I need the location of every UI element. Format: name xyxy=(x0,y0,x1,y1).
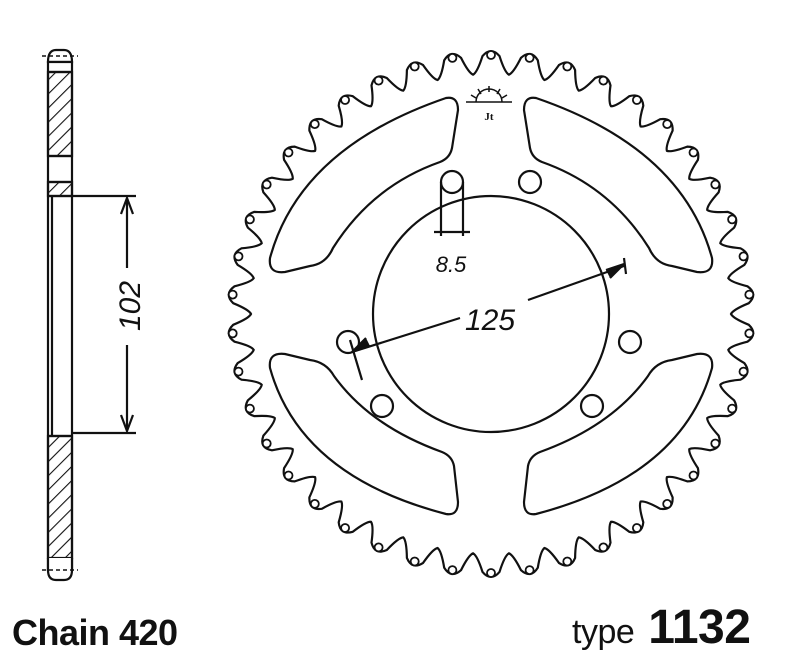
tooth-tip-dot xyxy=(598,542,609,553)
tooth-tip-dot xyxy=(233,366,244,377)
manufacturer-sun-logo: Jt xyxy=(466,86,512,123)
front-view: Jt xyxy=(227,49,755,579)
tooth-tip-dot xyxy=(340,523,351,533)
tooth-tip-dot xyxy=(340,95,351,105)
tooth-tip-dot xyxy=(738,366,749,377)
tooth-tip-dot xyxy=(244,403,255,414)
tooth-tip-dot xyxy=(447,53,458,63)
tooth-tip-dot xyxy=(727,214,737,225)
cutout-bottom-right xyxy=(522,352,714,516)
tooth-tip-dot xyxy=(710,438,721,449)
tooth-tip-dot xyxy=(227,289,238,300)
type-caption: type 1132 xyxy=(572,600,751,655)
tooth-tip-dot xyxy=(562,556,573,567)
svg-text:Jt: Jt xyxy=(484,111,494,123)
tooth-tip-dot xyxy=(227,328,238,339)
tooth-tip-dot xyxy=(727,403,737,414)
tooth-tip-dot xyxy=(688,470,699,481)
tooth-tip-dot xyxy=(233,251,244,262)
bolt-hole-3 xyxy=(335,329,361,355)
tooth-tip-dot xyxy=(662,119,673,129)
tooth-tip-dot xyxy=(244,214,255,225)
bolt-hole-5 xyxy=(369,393,395,419)
tooth-tip-dot xyxy=(373,75,384,86)
tooth-tip-dot xyxy=(524,565,535,575)
side-view-bottom-cap xyxy=(46,558,74,582)
tooth-tip-dot xyxy=(409,61,420,72)
tooth-tip-dot xyxy=(744,328,755,339)
tooth-tip-dot xyxy=(562,61,573,72)
side-view-hatch-small xyxy=(46,180,74,198)
tooth-tip-dot xyxy=(710,179,721,190)
cutout-top-right xyxy=(522,96,714,274)
tooth-tip-dot xyxy=(409,556,420,567)
tooth-tip-dot xyxy=(283,470,294,481)
bolt-hole-6 xyxy=(579,393,605,419)
pitch-circle-dimension-label: 125 xyxy=(465,304,515,337)
side-view-dimension-label: 102 xyxy=(114,281,147,331)
tooth-tip-dot xyxy=(688,147,699,158)
tooth-tip-dot xyxy=(744,289,755,300)
tooth-tip-dot xyxy=(283,147,294,158)
tooth-tip-dot xyxy=(738,251,749,262)
tooth-tip-dot xyxy=(447,565,458,575)
tooth-tip-dot xyxy=(261,179,272,190)
cutout-bottom-left xyxy=(268,352,460,516)
tooth-tip-dot xyxy=(309,498,320,509)
tooth-tip-dot xyxy=(373,542,384,553)
type-number: 1132 xyxy=(648,601,751,654)
tooth-tip-dot xyxy=(524,53,535,63)
type-prefix: type xyxy=(572,613,635,651)
side-view-hatch-upper xyxy=(46,70,74,158)
bolt-hole-4 xyxy=(617,329,643,355)
side-view-hatch-lower xyxy=(46,434,74,560)
tooth-tip-dot xyxy=(632,95,642,105)
bolt-hole-dimension-label: 8.5 xyxy=(436,252,467,277)
tooth-tip-dot xyxy=(632,523,642,533)
tooth-tip-dot xyxy=(261,438,272,449)
tooth-tip-dot xyxy=(309,119,320,129)
cutout-top-left xyxy=(268,96,460,274)
tooth-tip-dot xyxy=(662,498,673,509)
side-view xyxy=(42,48,136,582)
sprocket-teeth-outline xyxy=(227,49,755,579)
chain-size-caption: Chain 420 xyxy=(12,612,178,653)
tooth-tip-dot xyxy=(486,50,496,60)
bolt-hole-2 xyxy=(517,169,543,195)
tooth-tip-dots xyxy=(227,50,755,578)
center-bore xyxy=(371,194,611,434)
tooth-tip-dot xyxy=(598,75,609,86)
tooth-tip-dot xyxy=(486,568,496,578)
